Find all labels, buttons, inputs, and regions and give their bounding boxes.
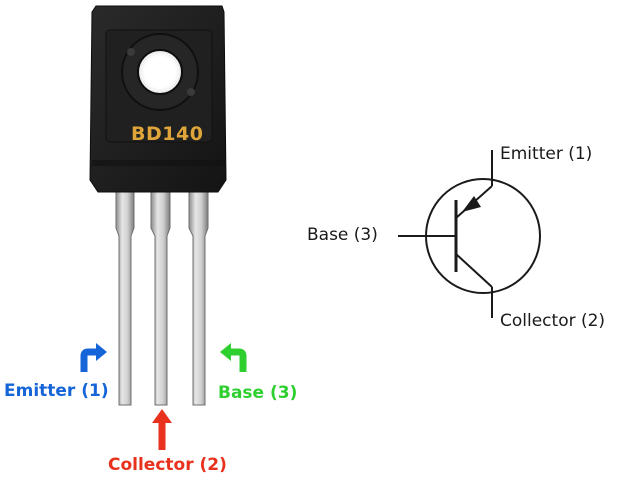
emitter-leg xyxy=(115,189,135,406)
transistor-photo xyxy=(80,5,247,450)
collector-photo-label: Collector (2) xyxy=(108,455,227,475)
emitter-arrow xyxy=(80,343,107,372)
collector-leg xyxy=(150,189,171,406)
transistor-legs xyxy=(115,189,209,406)
emitter-arrowhead xyxy=(462,196,481,212)
collector-lead xyxy=(455,253,493,288)
base-leg xyxy=(188,189,209,406)
mounting-hole xyxy=(137,49,183,95)
emitter-photo-label: Emitter (1) xyxy=(4,381,109,401)
collector-symbol-label: Collector (2) xyxy=(500,311,606,331)
part-marking: BD140 xyxy=(131,123,204,145)
emitter-symbol-label: Emitter (1) xyxy=(500,144,593,164)
collector-arrow xyxy=(152,409,172,450)
transistor-body xyxy=(89,5,227,193)
base-arrow xyxy=(220,343,247,372)
pnp-transistor-symbol xyxy=(398,150,541,318)
base-symbol-label: Base (3) xyxy=(307,225,378,245)
base-photo-label: Base (3) xyxy=(218,383,298,403)
